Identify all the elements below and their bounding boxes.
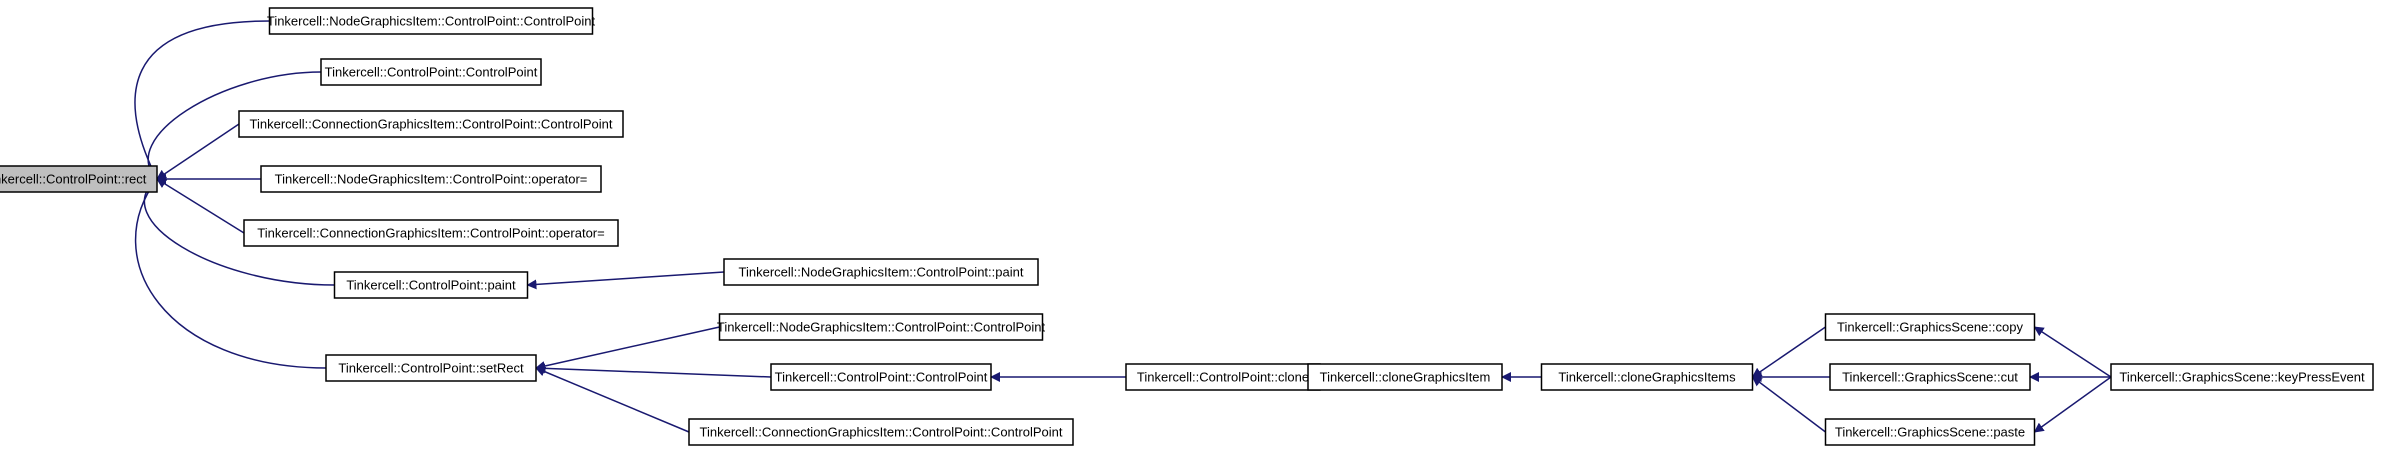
node-paste[interactable]: Tinkercell::GraphicsScene::paste	[1824, 418, 2036, 446]
node-label: Tinkercell::NodeGraphicsItem::ControlPoi…	[717, 320, 1046, 335]
edge-cgi_cp_ctor_b-to-setrect	[535, 366, 690, 433]
node-clone[interactable]: Tinkercell::ControlPoint::clone	[1125, 363, 1321, 391]
edge-cgi_cp_op-to-rect	[156, 178, 245, 234]
node-label: Tinkercell::GraphicsScene::keyPressEvent	[2119, 370, 2365, 385]
node-box[interactable]	[260, 165, 602, 193]
node-label: Tinkercell::ControlPoint::ControlPoint	[325, 65, 538, 80]
node-label: Tinkercell::ControlPoint::clone	[1137, 370, 1309, 385]
node-clonegis[interactable]: Tinkercell::cloneGraphicsItems	[1540, 363, 1754, 391]
node-box[interactable]	[688, 418, 1074, 446]
edge-paste-to-clonegis	[1751, 376, 1826, 433]
edge-ngi_cp_ctor-to-rect	[134, 20, 270, 180]
edge-ngi_cp_ctor_b-to-setrect	[535, 326, 720, 371]
node-label: Tinkercell::NodeGraphicsItem::ControlPoi…	[739, 265, 1024, 280]
node-box[interactable]	[1540, 363, 1754, 391]
node-label: Tinkercell::GraphicsScene::paste	[1835, 425, 2025, 440]
node-ngi_cp_ctor_b[interactable]: Tinkercell::NodeGraphicsItem::ControlPoi…	[717, 313, 1046, 341]
node-box[interactable]	[2110, 363, 2374, 391]
node-label: Tinkercell::ControlPoint::ControlPoint	[775, 370, 988, 385]
node-cp_ctor_a[interactable]: Tinkercell::ControlPoint::ControlPoint	[320, 58, 542, 86]
node-box[interactable]	[320, 58, 542, 86]
node-box[interactable]	[325, 354, 537, 382]
node-box[interactable]	[718, 313, 1044, 341]
node-cgi_cp_op[interactable]: Tinkercell::ConnectionGraphicsItem::Cont…	[243, 219, 619, 247]
node-cgi_cp_ctor_b[interactable]: Tinkercell::ConnectionGraphicsItem::Cont…	[688, 418, 1074, 446]
node-box[interactable]	[268, 7, 594, 35]
node-box[interactable]	[1824, 313, 2036, 341]
node-label: Tinkercell::ControlPoint::paint	[346, 278, 516, 293]
node-box[interactable]	[723, 258, 1039, 286]
node-cp_ctor_b[interactable]: Tinkercell::ControlPoint::ControlPoint	[770, 363, 992, 391]
node-label: Tinkercell::ConnectionGraphicsItem::Cont…	[250, 117, 613, 132]
node-label: Tinkercell::ConnectionGraphicsItem::Cont…	[257, 226, 604, 241]
node-ngi_paint[interactable]: Tinkercell::NodeGraphicsItem::ControlPoi…	[723, 258, 1039, 286]
node-label: Tinkercell::cloneGraphicsItems	[1558, 370, 1736, 385]
node-setrect[interactable]: Tinkercell::ControlPoint::setRect	[325, 354, 537, 382]
node-copy[interactable]: Tinkercell::GraphicsScene::copy	[1824, 313, 2036, 341]
node-ngi_cp_ctor[interactable]: Tinkercell::NodeGraphicsItem::ControlPoi…	[267, 7, 596, 35]
node-cut[interactable]: Tinkercell::GraphicsScene::cut	[1829, 363, 2031, 391]
node-box[interactable]	[1307, 363, 1503, 391]
node-label: Tinkercell::ConnectionGraphicsItem::Cont…	[700, 425, 1063, 440]
edge-setrect-to-rect	[134, 178, 327, 369]
edge-cp_ctor_b-to-setrect	[535, 363, 772, 378]
node-label: Tinkercell::ControlPoint::rect	[0, 172, 147, 187]
node-box[interactable]	[1829, 363, 2031, 391]
node-rect[interactable]: Tinkercell::ControlPoint::rect	[0, 165, 158, 193]
edge-keypress-to-paste	[2033, 376, 2112, 433]
node-box[interactable]	[243, 219, 619, 247]
edge-keypress-to-copy	[2033, 326, 2112, 378]
edge-cp_ctor_a-to-rect	[147, 71, 322, 180]
edge-paint-to-rect	[143, 178, 335, 286]
edge-ngi_paint-to-paint	[526, 271, 725, 290]
node-box[interactable]	[238, 110, 624, 138]
node-keypress[interactable]: Tinkercell::GraphicsScene::keyPressEvent	[2110, 363, 2374, 391]
node-label: Tinkercell::GraphicsScene::cut	[1842, 370, 2018, 385]
nodes-layer: Tinkercell::ControlPoint::rectTinkercell…	[0, 7, 2374, 446]
node-cgi_cp_ctor_a[interactable]: Tinkercell::ConnectionGraphicsItem::Cont…	[238, 110, 624, 138]
node-label: Tinkercell::NodeGraphicsItem::ControlPoi…	[275, 172, 588, 187]
node-box[interactable]	[1125, 363, 1321, 391]
node-ngi_cp_op[interactable]: Tinkercell::NodeGraphicsItem::ControlPoi…	[260, 165, 602, 193]
edge-cgi_cp_ctor_a-to-rect	[156, 123, 240, 180]
node-label: Tinkercell::cloneGraphicsItem	[1320, 370, 1491, 385]
node-box[interactable]	[770, 363, 992, 391]
node-box[interactable]	[0, 165, 158, 193]
node-label: Tinkercell::ControlPoint::setRect	[338, 361, 524, 376]
edge-copy-to-clonegis	[1751, 326, 1826, 378]
node-clonegi[interactable]: Tinkercell::cloneGraphicsItem	[1307, 363, 1503, 391]
node-box[interactable]	[333, 271, 529, 299]
node-label: Tinkercell::NodeGraphicsItem::ControlPoi…	[267, 14, 596, 29]
node-box[interactable]	[1824, 418, 2036, 446]
node-paint[interactable]: Tinkercell::ControlPoint::paint	[333, 271, 529, 299]
node-label: Tinkercell::GraphicsScene::copy	[1837, 320, 2023, 335]
